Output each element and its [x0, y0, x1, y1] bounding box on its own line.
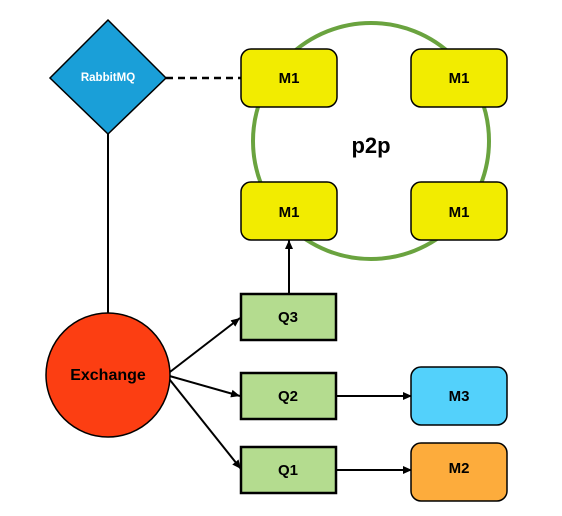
q3-queue-node[interactable]: Q3: [239, 292, 338, 342]
m1-node-top-right[interactable]: M1: [410, 48, 508, 108]
exchange-to-q2-arrow: [165, 374, 241, 398]
exchange-to-q3-arrow: [165, 317, 241, 376]
exchange-node[interactable]: Exchange: [45, 312, 171, 438]
q2-queue-node[interactable]: Q2: [239, 371, 338, 421]
q1-label: Q1: [278, 462, 298, 479]
m1-node-bottom-right[interactable]: M1: [410, 181, 508, 241]
q3-label: Q3: [278, 309, 298, 326]
m1-node-label: M1: [449, 70, 470, 87]
m2-node[interactable]: M2: [410, 442, 508, 502]
q2-label: Q2: [278, 388, 298, 405]
p2p-label: p2p: [351, 133, 390, 158]
m1-node-label: M1: [279, 204, 300, 221]
m3-node[interactable]: M3: [410, 366, 508, 426]
rabbitmq-node[interactable]: RabbitMQ: [48, 18, 168, 136]
m1-node-label: M1: [449, 204, 470, 221]
m3-label: M3: [449, 388, 470, 405]
m1-node-bottom-left[interactable]: M1: [240, 181, 338, 241]
rabbitmq-label: RabbitMQ: [81, 72, 135, 84]
q1-queue-node[interactable]: Q1: [239, 445, 338, 495]
m2-label: M2: [449, 460, 470, 477]
exchange-to-q1-arrow: [165, 374, 242, 470]
exchange-label: Exchange: [70, 367, 146, 384]
m1-node-top-left[interactable]: M1: [240, 48, 338, 108]
m1-node-label: M1: [279, 70, 300, 87]
p2p-ring: [251, 21, 491, 261]
